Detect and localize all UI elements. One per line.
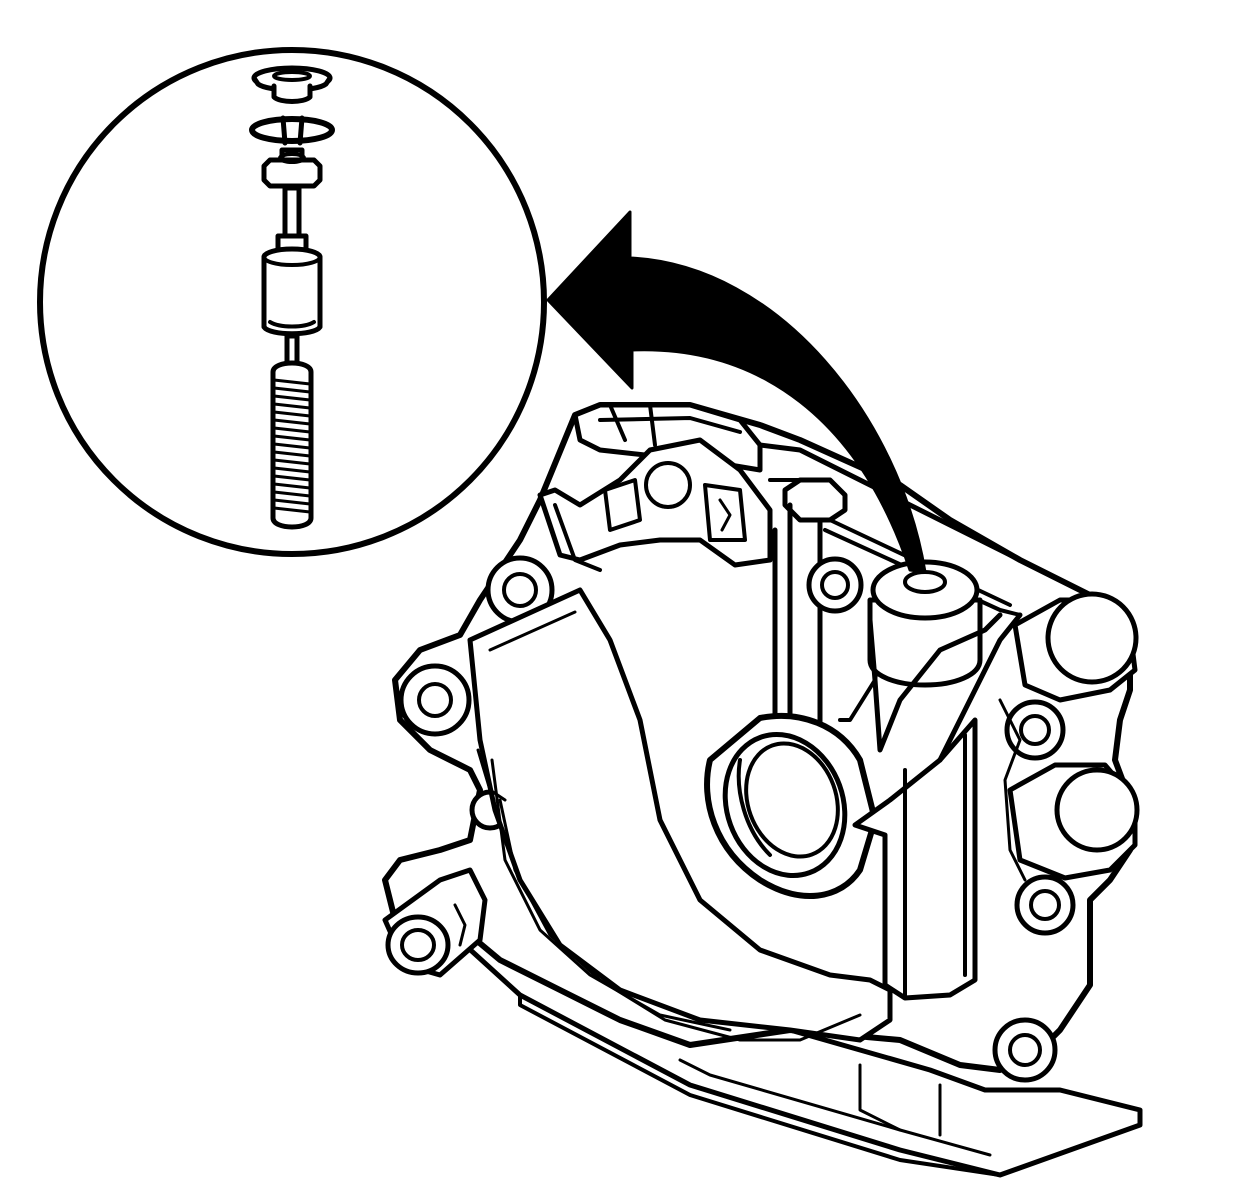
spring-sleeve <box>261 246 323 337</box>
cap-plug <box>251 65 333 104</box>
right-edge-detail <box>998 698 1027 882</box>
valve-stack <box>249 65 335 530</box>
stud-threads <box>272 378 312 514</box>
upper-rib-plate <box>757 442 1023 763</box>
crank-seal-bore <box>704 712 878 899</box>
right-upper-cylinder <box>1012 591 1139 703</box>
pump-housing <box>382 402 1143 1178</box>
threaded-stud <box>270 360 314 530</box>
outlet-spout <box>382 867 488 978</box>
bolt-boss-left <box>398 663 472 737</box>
top-bracket <box>537 402 773 572</box>
detail-circle <box>37 47 547 557</box>
bolt-boss-bottom <box>992 1017 1058 1083</box>
snap-ring <box>249 115 335 146</box>
bolt-boss-upper-mid <box>806 556 864 614</box>
right-lower-cylinder <box>1007 762 1140 881</box>
valve-plug <box>261 147 323 189</box>
bolt-boss-right <box>1004 699 1066 761</box>
callout-arrow <box>546 210 927 574</box>
cover-face <box>467 587 893 1043</box>
valve-bore-tower <box>867 559 1003 753</box>
bolt-boss-lower-right <box>1014 874 1076 936</box>
